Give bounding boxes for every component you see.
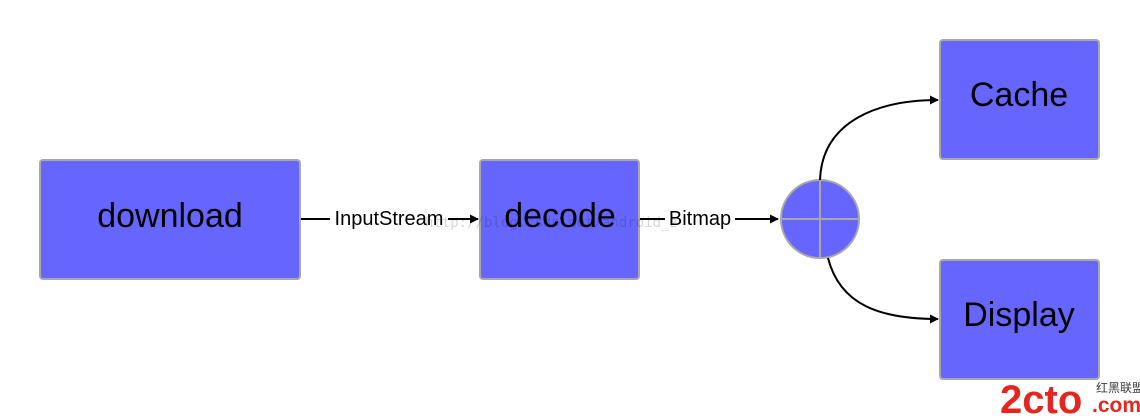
node-cache-box (939, 39, 1100, 160)
node-download-box (39, 159, 301, 280)
node-decode: decode (479, 159, 640, 280)
logo-2cto: 2cto .com 红黑联盟 (1000, 378, 1140, 420)
edge-junction-to-cache (819, 95, 939, 181)
node-display-box (939, 259, 1100, 380)
node-cache-label: Cache (970, 76, 1068, 114)
edge-decode-to-junction: Bitmap (640, 208, 779, 230)
node-cache: Cache (939, 39, 1100, 160)
node-decode-box (479, 159, 640, 280)
junction-crosshair-icon (780, 179, 860, 259)
edge-junction-to-display (827, 257, 939, 324)
node-display-label: Display (963, 296, 1074, 334)
node-decode-label: decode (504, 197, 616, 235)
edge-download-to-decode: InputStream (301, 208, 479, 230)
logo-2cto-suffix: .com (1092, 394, 1140, 417)
node-download: download (39, 159, 301, 280)
logo-2cto-tagline: 红黑联盟 (1096, 380, 1140, 395)
edge-label-bitmap: Bitmap (669, 208, 731, 230)
logo-2cto-main: 2cto (1000, 378, 1082, 420)
node-download-label: download (97, 197, 243, 235)
edge-label-inputstream: InputStream (335, 208, 444, 230)
node-display: Display (939, 259, 1100, 380)
watermark-url: http://blog.csdn.net/android_z (425, 215, 678, 231)
